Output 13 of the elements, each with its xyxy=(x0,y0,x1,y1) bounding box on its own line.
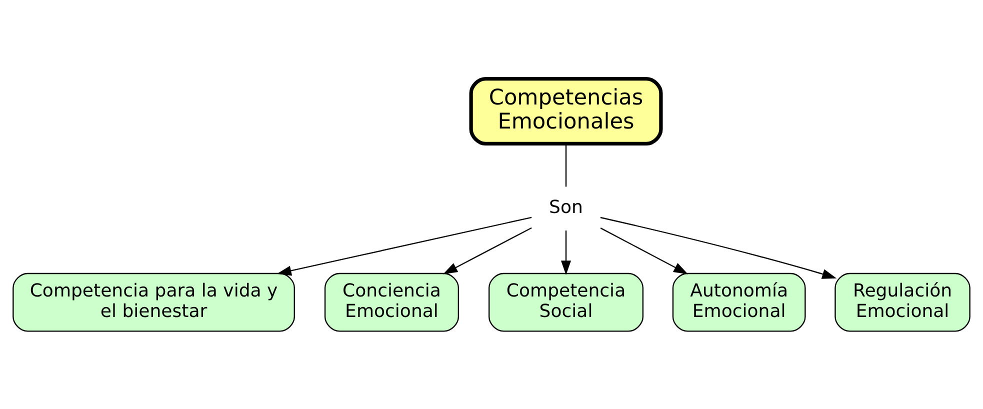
arrow xyxy=(560,230,572,275)
arrow xyxy=(443,226,532,274)
arrow xyxy=(276,216,532,276)
arrow xyxy=(600,216,837,278)
node-box: Autonomía Emocional xyxy=(672,272,806,332)
node-box: Competencia Social xyxy=(488,272,644,332)
connector xyxy=(565,144,567,186)
node-box: Conciencia Emocional xyxy=(324,272,460,332)
node-box: Regulación Emocional xyxy=(834,272,970,332)
node-box: Competencia para la vida y el bienestar xyxy=(12,272,295,332)
node-box: Competencias Emocionales xyxy=(469,76,663,145)
arrow xyxy=(600,227,688,274)
node-text: Son xyxy=(549,196,583,218)
